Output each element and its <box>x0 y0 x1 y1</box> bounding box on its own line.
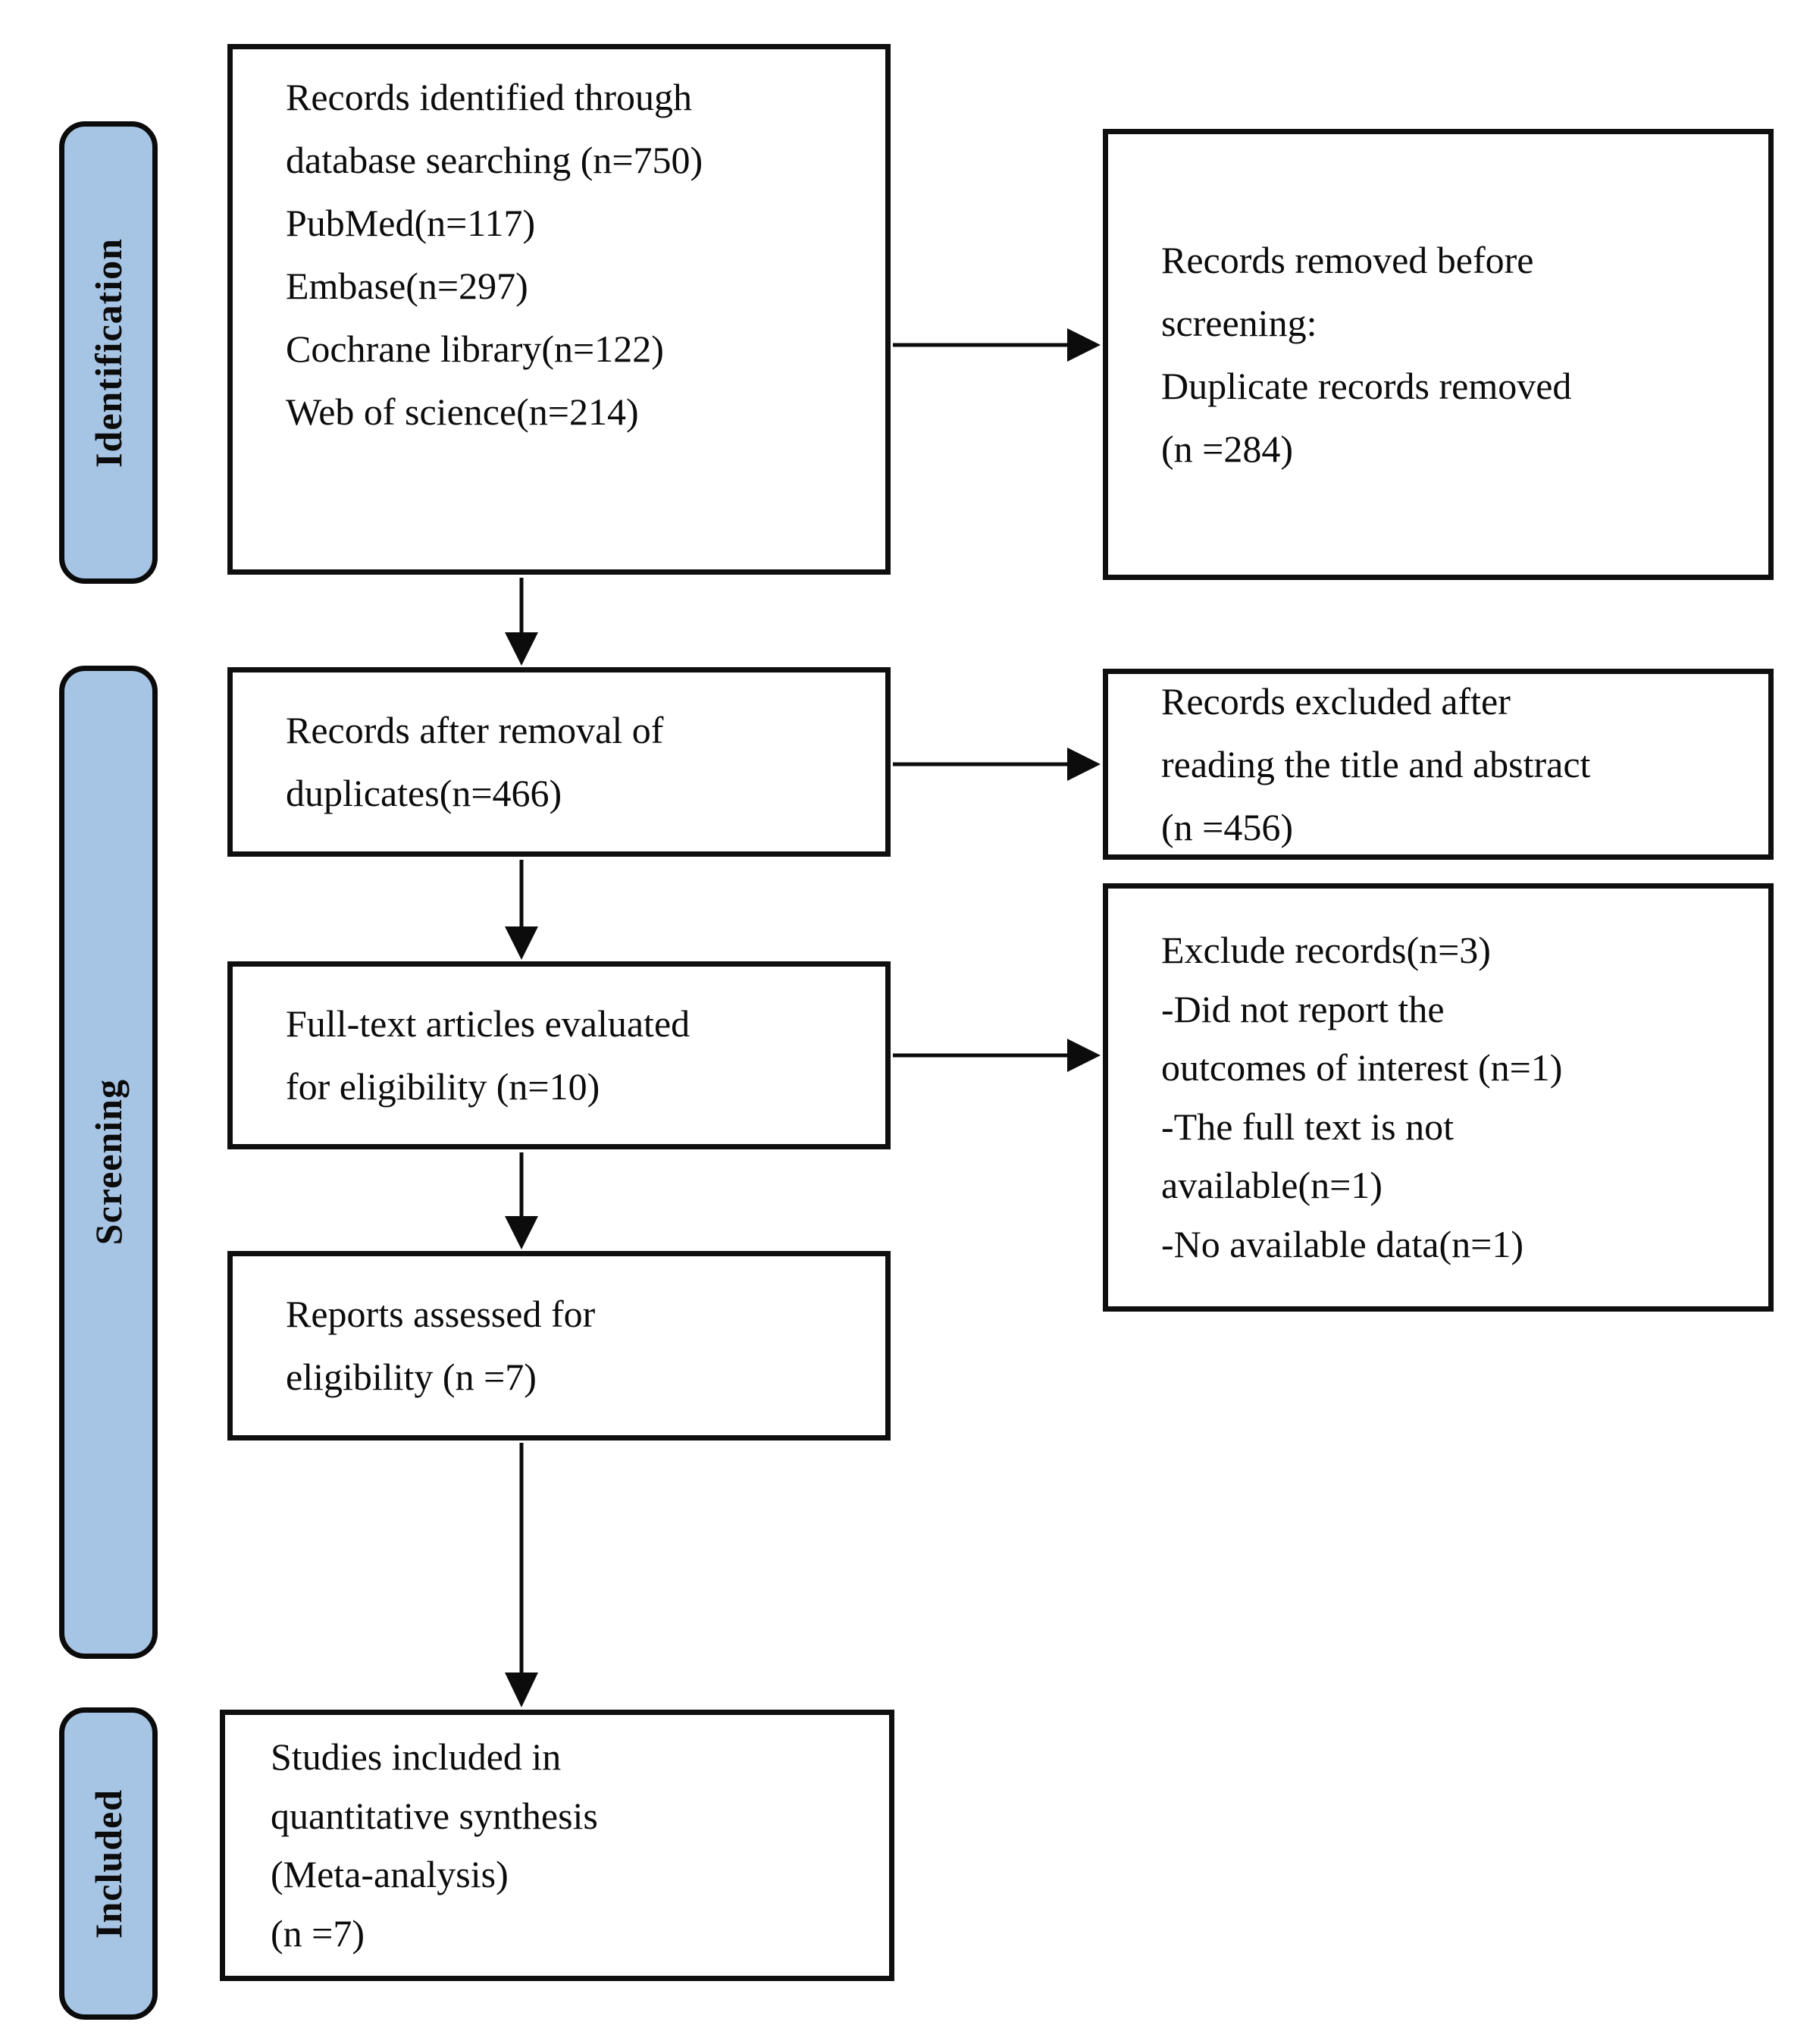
stage-included-label: Included <box>87 1788 130 1939</box>
box-fulltext-evaluated-text: Full-text articles evaluated for eligibi… <box>286 1002 690 1108</box>
stage-screening: Screening <box>59 666 158 1659</box>
arrow-after-duplicates-to-excluded-icon <box>893 748 1101 781</box>
box-records-excluded-title-abstract: Records excluded after reading the title… <box>1103 669 1774 860</box>
stage-included: Included <box>59 1707 158 2020</box>
stage-screening-label: Screening <box>87 1079 130 1246</box>
box-fulltext-evaluated: Full-text articles evaluated for eligibi… <box>227 961 891 1149</box>
arrow-fulltext-to-exclude-records-icon <box>893 1039 1101 1072</box>
arrow-after-duplicates-to-fulltext-icon <box>505 860 538 960</box>
box-reports-assessed-text: Reports assessed for eligibility (n =7) <box>286 1293 596 1398</box>
arrow-identified-to-removed-icon <box>893 328 1101 362</box>
box-records-identified-text: Records identified through database sear… <box>286 76 703 433</box>
arrow-identified-to-after-duplicates-icon <box>505 578 538 666</box>
box-records-removed-before-screening-text: Records removed before screening: Duplic… <box>1161 238 1572 470</box>
box-reports-assessed: Reports assessed for eligibility (n =7) <box>227 1251 891 1441</box>
box-records-excluded-title-abstract-text: Records excluded after reading the title… <box>1161 679 1591 848</box>
box-exclude-records-fulltext: Exclude records(n=3) -Did not report the… <box>1103 883 1774 1312</box>
box-records-identified: Records identified through database sear… <box>227 44 891 575</box>
box-exclude-records-fulltext-text: Exclude records(n=3) -Did not report the… <box>1161 929 1563 1265</box>
box-studies-included-text: Studies included in quantitative synthes… <box>271 1735 598 1955</box>
box-studies-included: Studies included in quantitative synthes… <box>220 1710 894 1981</box>
box-records-removed-before-screening: Records removed before screening: Duplic… <box>1103 129 1774 580</box>
box-records-after-duplicates-text: Records after removal of duplicates(n=46… <box>286 709 664 814</box>
box-records-after-duplicates: Records after removal of duplicates(n=46… <box>227 667 891 857</box>
stage-identification-label: Identification <box>87 237 130 468</box>
arrow-fulltext-to-reports-icon <box>505 1152 538 1249</box>
arrow-reports-to-studies-icon <box>505 1443 538 1707</box>
stage-identification: Identification <box>59 121 158 584</box>
